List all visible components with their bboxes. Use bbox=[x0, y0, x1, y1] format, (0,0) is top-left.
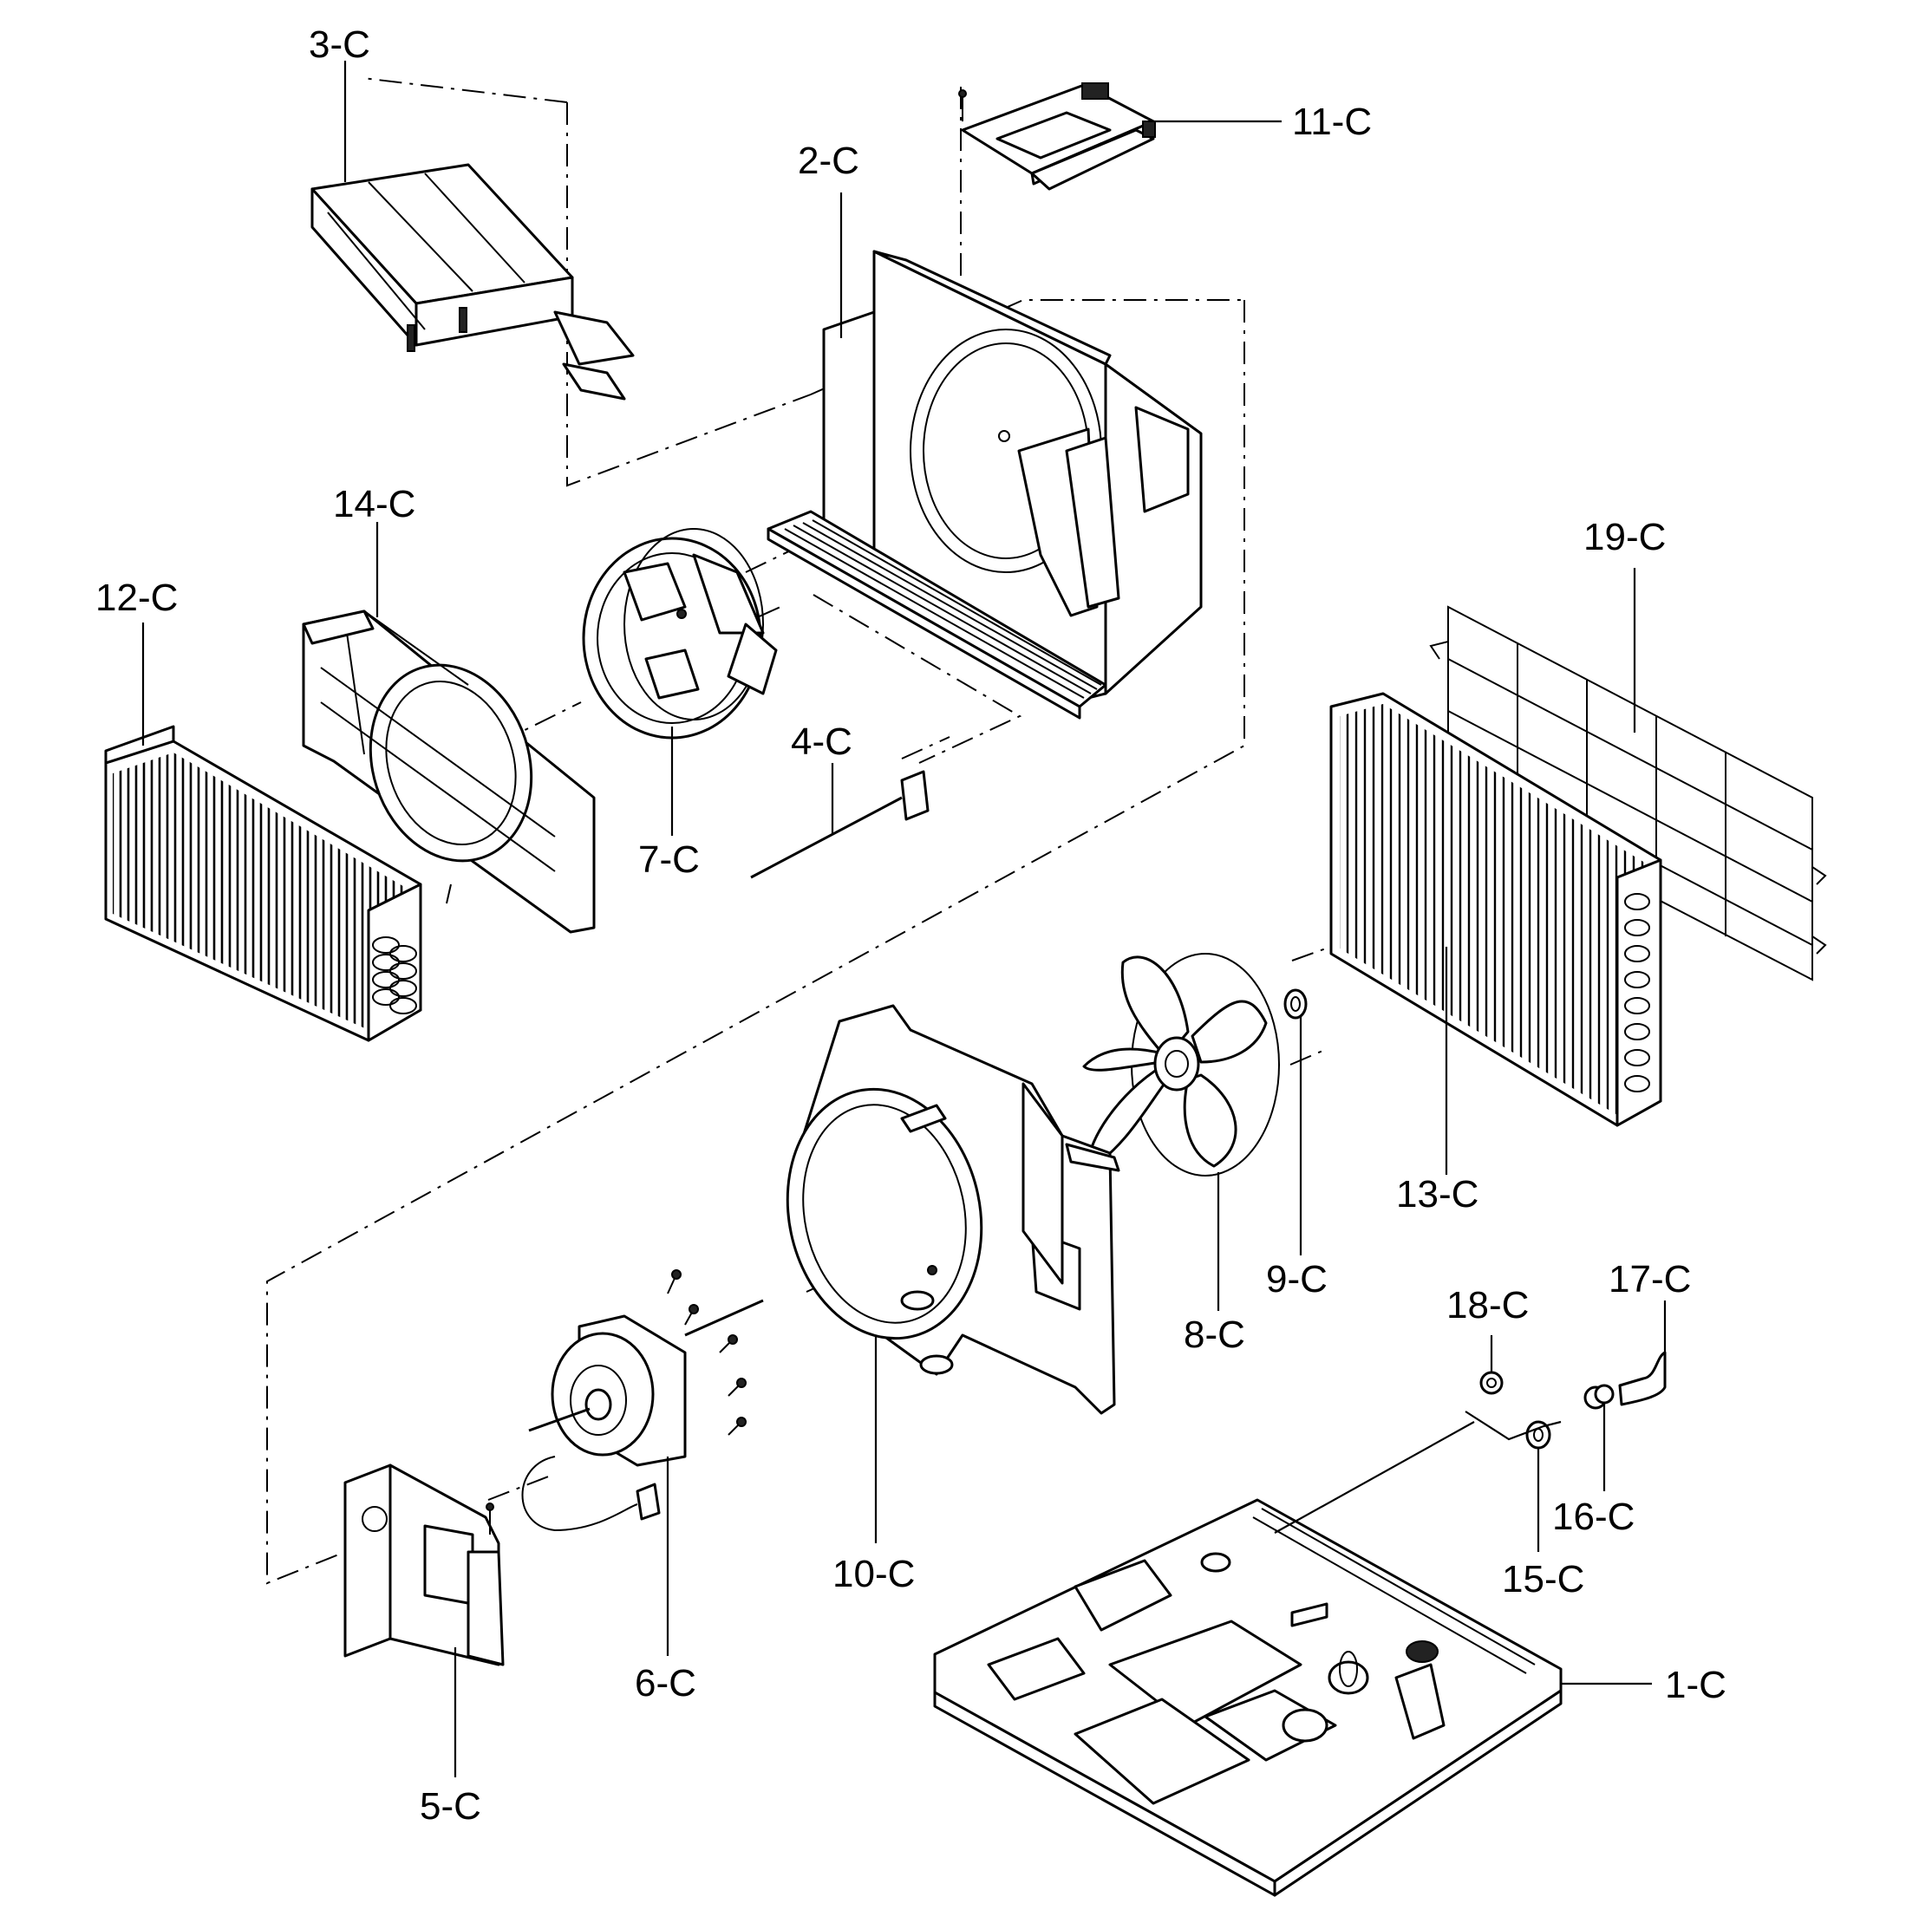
part-5c-motor-bracket bbox=[343, 1463, 505, 1777]
label-13c: 13-C bbox=[1396, 1173, 1478, 1216]
label-11c: 11-C bbox=[1292, 101, 1372, 143]
label-10c: 10-C bbox=[832, 1553, 915, 1595]
part-8c-condenser-fan bbox=[1082, 953, 1280, 1311]
label-14c: 14-C bbox=[333, 483, 415, 525]
part-14c-orifice-plate bbox=[302, 522, 596, 934]
label-19c: 19-C bbox=[1583, 516, 1666, 558]
part-13c-condenser-coil bbox=[1329, 692, 1662, 1175]
part-9c-clamp bbox=[1283, 988, 1308, 1255]
part-3c-filter-frame bbox=[310, 163, 635, 401]
label-3c: 3-C bbox=[309, 23, 370, 66]
label-7c: 7-C bbox=[638, 838, 700, 881]
part-1c-base-pan bbox=[933, 1421, 1652, 1897]
label-6c: 6-C bbox=[635, 1662, 696, 1705]
part-12c-evaporator-coil bbox=[104, 623, 422, 1042]
part-11c-top-bracket bbox=[958, 82, 1156, 191]
label-5c: 5-C bbox=[420, 1785, 481, 1828]
label-4c: 4-C bbox=[791, 720, 852, 763]
label-18c: 18-C bbox=[1446, 1284, 1529, 1327]
part-4c-thermistor bbox=[750, 763, 930, 879]
label-16c: 16-C bbox=[1552, 1496, 1635, 1538]
part-2c-housing bbox=[767, 192, 1203, 720]
part-labels: 3-C 2-C 11-C 14-C 12-C 19-C 4-C 7-C 13-C… bbox=[95, 23, 1726, 1828]
part-6c-fan-motor bbox=[521, 1269, 764, 1656]
part-10c-shroud bbox=[786, 1004, 1120, 1543]
label-2c: 2-C bbox=[798, 140, 859, 182]
label-9c: 9-C bbox=[1266, 1258, 1328, 1300]
label-8c: 8-C bbox=[1184, 1314, 1245, 1356]
label-1c: 1-C bbox=[1665, 1664, 1726, 1706]
drain-fittings bbox=[1465, 1300, 1667, 1552]
label-17c: 17-C bbox=[1609, 1258, 1691, 1300]
leader-lines bbox=[343, 61, 1282, 182]
part-7c-blower-wheel bbox=[582, 528, 778, 836]
label-12c: 12-C bbox=[95, 577, 178, 619]
label-15c: 15-C bbox=[1502, 1558, 1584, 1600]
